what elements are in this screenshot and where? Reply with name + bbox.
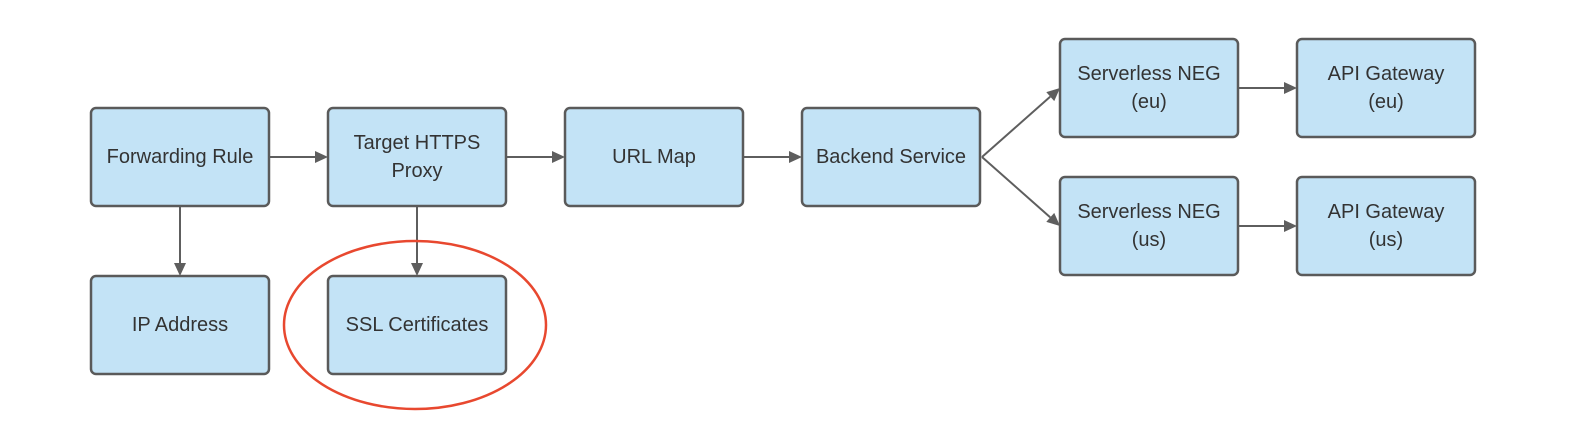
arrow-url-map-to-backend-service (743, 151, 802, 163)
node-label: Forwarding Rule (107, 146, 254, 168)
arrowhead-icon (411, 263, 423, 276)
node-box (326, 274, 508, 376)
node-serverless-neg-eu: Serverless NEG (eu) (1058, 37, 1240, 139)
arrow-target-https-proxy-to-ssl-certificates (411, 206, 423, 276)
arrow-serverless-neg-eu-to-api-gateway-eu (1238, 82, 1297, 94)
arrow-serverless-neg-us-to-api-gateway-us (1238, 220, 1297, 232)
arrowhead-icon (315, 151, 328, 163)
node-label: SSL Certificates (346, 314, 489, 336)
node-label: IP Address (132, 314, 228, 336)
node-label: Serverless NEG (1077, 63, 1220, 85)
node-url-map: URL Map (563, 106, 745, 208)
highlight-layer (282, 239, 548, 411)
node-box (1295, 175, 1477, 277)
arrow-backend-service-to-serverless-neg-eu (981, 88, 1060, 158)
node-box (326, 106, 508, 208)
edges-layer (174, 82, 1297, 276)
node-api-gateway-us: API Gateway (us) (1295, 175, 1477, 277)
node-label: (us) (1132, 229, 1166, 251)
node-serverless-neg-us: Serverless NEG (us) (1058, 175, 1240, 277)
node-target-https-proxy: Target HTTPS Proxy (326, 106, 508, 208)
node-forwarding-rule: Forwarding Rule (89, 106, 271, 208)
arrowhead-icon (174, 263, 186, 276)
node-backend-service: Backend Service (800, 106, 982, 208)
node-label: Target HTTPS (354, 132, 481, 154)
arrow-line (981, 95, 1051, 158)
node-box (563, 106, 745, 208)
node-box (89, 106, 271, 208)
node-label: URL Map (612, 146, 696, 168)
node-box (800, 106, 982, 208)
arrowhead-icon (1046, 88, 1060, 102)
node-label: API Gateway (1328, 201, 1445, 223)
node-label: (eu) (1368, 91, 1404, 113)
node-box (89, 274, 271, 376)
nodes-layer: Forwarding Rule Target HTTPS Proxy URL Map B… (89, 37, 1477, 376)
node-box (1058, 37, 1240, 139)
arrow-line (981, 156, 1051, 219)
node-label: Backend Service (816, 146, 966, 168)
arrowhead-icon (789, 151, 802, 163)
arrowhead-icon (1284, 220, 1297, 232)
node-box (1058, 175, 1240, 277)
node-label: (eu) (1131, 91, 1167, 113)
node-label: Proxy (391, 160, 442, 182)
arrow-forwarding-rule-to-target-https-proxy (269, 151, 328, 163)
node-box (1295, 37, 1477, 139)
node-label: (us) (1369, 229, 1403, 251)
arrow-forwarding-rule-to-ip-address (174, 206, 186, 276)
highlight-circle (282, 239, 548, 411)
node-ssl-certificates: SSL Certificates (326, 274, 508, 376)
node-label: API Gateway (1328, 63, 1445, 85)
node-ip-address: IP Address (89, 274, 271, 376)
arrow-target-https-proxy-to-url-map (506, 151, 565, 163)
arrowhead-icon (1284, 82, 1297, 94)
arrowhead-icon (1046, 212, 1060, 226)
node-api-gateway-eu: API Gateway (eu) (1295, 37, 1477, 139)
node-label: Serverless NEG (1077, 201, 1220, 223)
arrow-backend-service-to-serverless-neg-us (981, 156, 1060, 226)
arrowhead-icon (552, 151, 565, 163)
